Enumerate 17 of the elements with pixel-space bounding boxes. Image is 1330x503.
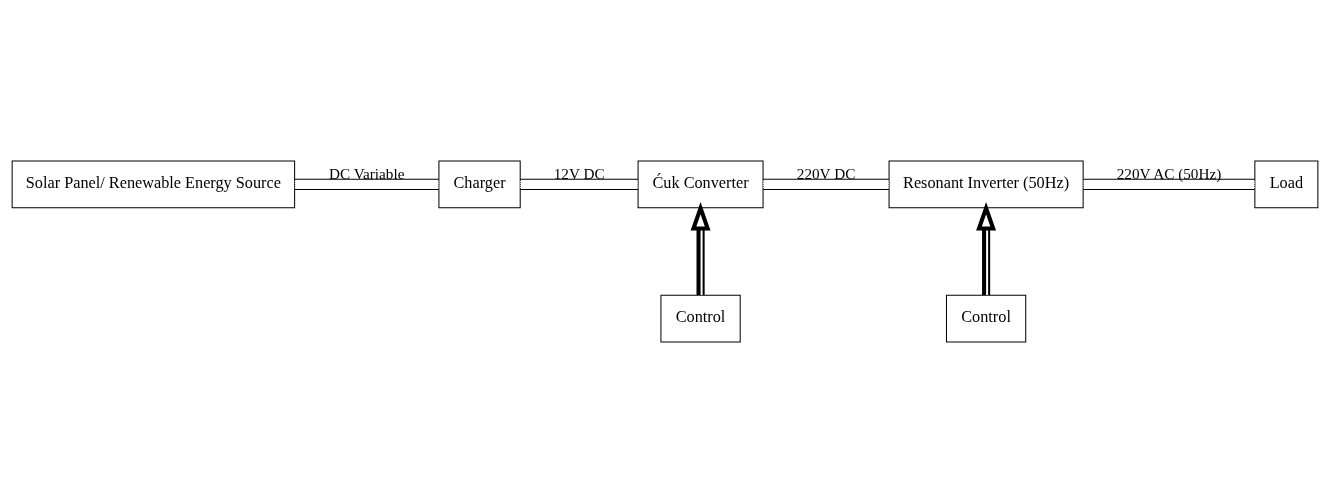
node-box: Resonant Inverter (50Hz) [888,160,1084,209]
node-box: Charger [438,160,521,209]
node-box: Ćuk Converter [637,160,764,209]
connector [519,178,639,191]
connector [294,178,440,191]
arrow [690,202,711,295]
connector [762,178,890,191]
node-box: Solar Panel/ Renewable Energy Source [11,160,296,209]
edge-label: DC Variable [329,165,405,183]
edge-label: 220V DC [796,165,856,183]
node-box: Control [660,294,741,343]
edge-label: 12V DC [553,165,605,183]
arrow [976,202,997,295]
connector [1083,178,1256,191]
edge-label: 220V AC (50Hz) [1116,165,1222,183]
node-box: Load [1254,160,1319,209]
node-box: Control [945,294,1027,343]
